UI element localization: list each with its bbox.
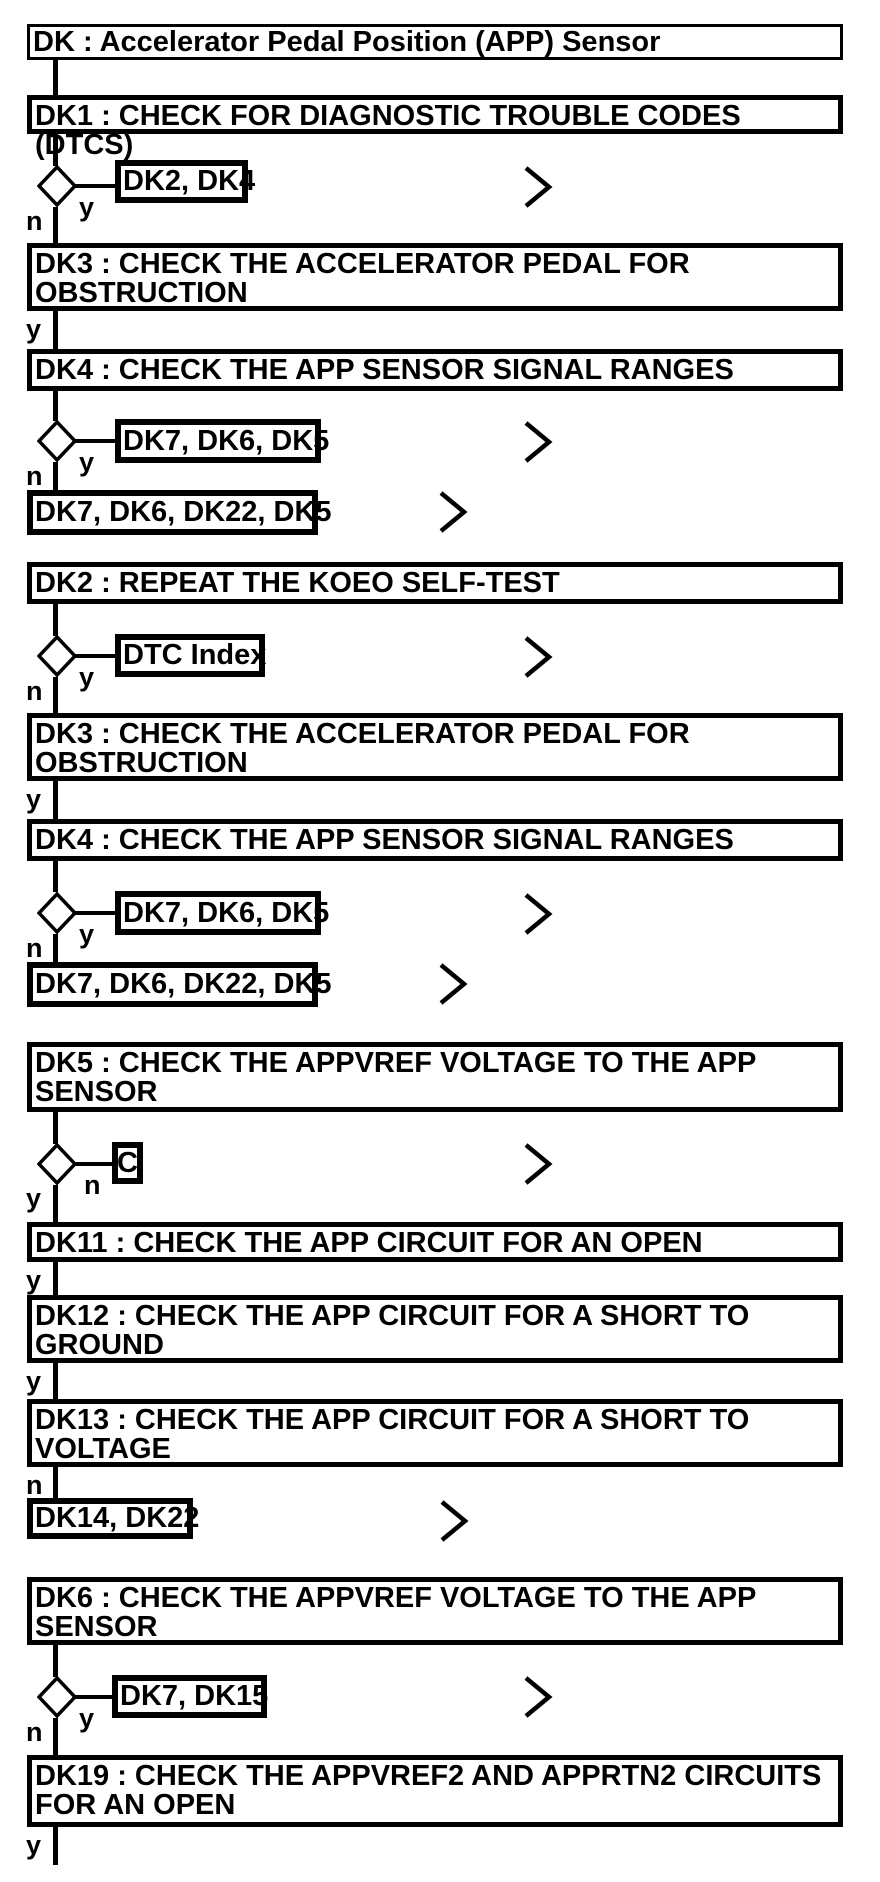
step-box-dk12: DK12 : CHECK THE APP CIRCUIT FOR A SHORT…	[27, 1295, 843, 1363]
ref-box-dk7-dk15: DK7, DK15	[112, 1675, 268, 1718]
connector-line	[53, 1363, 58, 1399]
connector-line	[53, 1467, 58, 1498]
branch-line	[75, 184, 115, 188]
chevron-right-icon	[439, 491, 468, 533]
step-box-dk1: DK1 : CHECK FOR DIAGNOSTIC TROUBLE CODES…	[27, 95, 843, 160]
yes-label: y	[26, 784, 42, 814]
decision-diamond-icon	[37, 892, 77, 934]
branch-line	[75, 1695, 112, 1699]
connector-line	[53, 781, 58, 819]
yes-label: y	[79, 1703, 95, 1733]
no-label: n	[26, 1470, 43, 1500]
step-text-line: DK19 : CHECK THE APPVREF2 AND APPRTN2 CI…	[35, 1760, 822, 1792]
branch-line	[75, 654, 115, 658]
branch-line	[75, 911, 115, 915]
ref-box-c: C	[112, 1142, 143, 1184]
step-text-line: OBSTRUCTION	[35, 747, 248, 779]
yes-label: y	[79, 447, 95, 477]
branch-line	[75, 439, 115, 443]
chevron-right-icon	[439, 963, 468, 1005]
step-text-line: GROUND	[35, 1329, 164, 1361]
step-text-line: FOR AN OPEN	[35, 1789, 236, 1821]
yes-label: y	[79, 192, 95, 222]
decision-diamond-icon	[37, 1143, 77, 1185]
chevron-right-icon	[524, 1676, 553, 1718]
step-box-dk13: DK13 : CHECK THE APP CIRCUIT FOR A SHORT…	[27, 1399, 843, 1467]
step-box-dk4-1: DK4 : CHECK THE APP SENSOR SIGNAL RANGES	[27, 349, 843, 391]
connector-line	[53, 604, 58, 636]
yes-label: y	[26, 1366, 42, 1396]
no-label: n	[26, 461, 43, 491]
connector-line	[53, 1262, 58, 1295]
step-box-dk11: DK11 : CHECK THE APP CIRCUIT FOR AN OPEN	[27, 1222, 843, 1262]
decision-diamond-icon	[37, 635, 77, 677]
connector-line	[53, 934, 58, 962]
step-text-line: SENSOR	[35, 1611, 158, 1643]
step-text-line: VOLTAGE	[35, 1433, 171, 1465]
chevron-right-icon	[524, 893, 553, 935]
chevron-right-icon	[524, 1143, 553, 1185]
chevron-right-icon	[440, 1500, 469, 1542]
yes-label: y	[79, 662, 95, 692]
step-text-line: DK3 : CHECK THE ACCELERATOR PEDAL FOR	[35, 248, 690, 280]
step-text-line: DK6 : CHECK THE APPVREF VOLTAGE TO THE A…	[35, 1582, 757, 1614]
yes-label: y	[26, 1830, 42, 1860]
no-label: n	[84, 1170, 101, 1200]
step-box-dk4-2: DK4 : CHECK THE APP SENSOR SIGNAL RANGES	[27, 819, 843, 861]
step-text-line: DK5 : CHECK THE APPVREF VOLTAGE TO THE A…	[35, 1047, 757, 1079]
step-text-line: SENSOR	[35, 1076, 158, 1108]
step-box-dk19: DK19 : CHECK THE APPVREF2 AND APPRTN2 CI…	[27, 1755, 843, 1827]
no-label: n	[26, 206, 43, 236]
no-label: n	[26, 1717, 43, 1747]
connector-line	[53, 391, 58, 421]
decision-diamond-icon	[37, 1676, 77, 1718]
no-label: n	[26, 933, 43, 963]
yes-label: y	[79, 919, 95, 949]
connector-line	[53, 311, 58, 349]
connector-line	[53, 1112, 58, 1144]
connector-line	[53, 1718, 58, 1755]
connector-line	[53, 207, 58, 243]
title-box: DK : Accelerator Pedal Position (APP) Se…	[27, 24, 843, 60]
yes-label: y	[26, 1183, 42, 1213]
chevron-right-icon	[524, 166, 553, 208]
connector-line	[53, 60, 58, 95]
step-text-line: DK3 : CHECK THE ACCELERATOR PEDAL FOR	[35, 718, 690, 750]
chevron-right-icon	[524, 421, 553, 463]
decision-diamond-icon	[37, 165, 77, 207]
connector-line	[53, 1827, 58, 1865]
connector-line	[53, 677, 58, 713]
step-text-line: DK12 : CHECK THE APP CIRCUIT FOR A SHORT…	[35, 1300, 750, 1332]
connector-line	[53, 861, 58, 892]
step-box-dk3-2: DK3 : CHECK THE ACCELERATOR PEDAL FOR OB…	[27, 713, 843, 781]
ref-box-dk14-dk22: DK14, DK22	[27, 1498, 199, 1539]
step-box-dk3-1: DK3 : CHECK THE ACCELERATOR PEDAL FOR OB…	[27, 243, 843, 311]
no-label: n	[26, 676, 43, 706]
step-box-dk5: DK5 : CHECK THE APPVREF VOLTAGE TO THE A…	[27, 1042, 843, 1112]
decision-diamond-icon	[37, 420, 77, 462]
ref-box-dk2-dk4: DK2, DK4	[115, 160, 255, 203]
connector-line	[53, 134, 58, 166]
ref-box-dk7-dk6-dk5: DK7, DK6, DK5	[115, 891, 329, 935]
step-text-line: DK13 : CHECK THE APP CIRCUIT FOR A SHORT…	[35, 1404, 750, 1436]
ref-box-dk7-dk6-dk22-dk5: DK7, DK6, DK22, DK5	[27, 962, 332, 1007]
step-box-dk6: DK6 : CHECK THE APPVREF VOLTAGE TO THE A…	[27, 1577, 843, 1645]
chevron-right-icon	[524, 636, 553, 678]
ref-box-dk7-dk6-dk5: DK7, DK6, DK5	[115, 419, 329, 463]
connector-line	[53, 462, 58, 490]
step-box-dk2: DK2 : REPEAT THE KOEO SELF-TEST	[27, 562, 843, 604]
yes-label: y	[26, 1265, 42, 1295]
branch-line	[75, 1162, 112, 1166]
connector-line	[53, 1185, 58, 1222]
ref-box-dtc-index: DTC Index	[115, 634, 266, 677]
yes-label: y	[26, 314, 42, 344]
connector-line	[53, 1645, 58, 1677]
ref-box-dk7-dk6-dk22-dk5: DK7, DK6, DK22, DK5	[27, 490, 332, 535]
step-text-line: OBSTRUCTION	[35, 277, 248, 309]
